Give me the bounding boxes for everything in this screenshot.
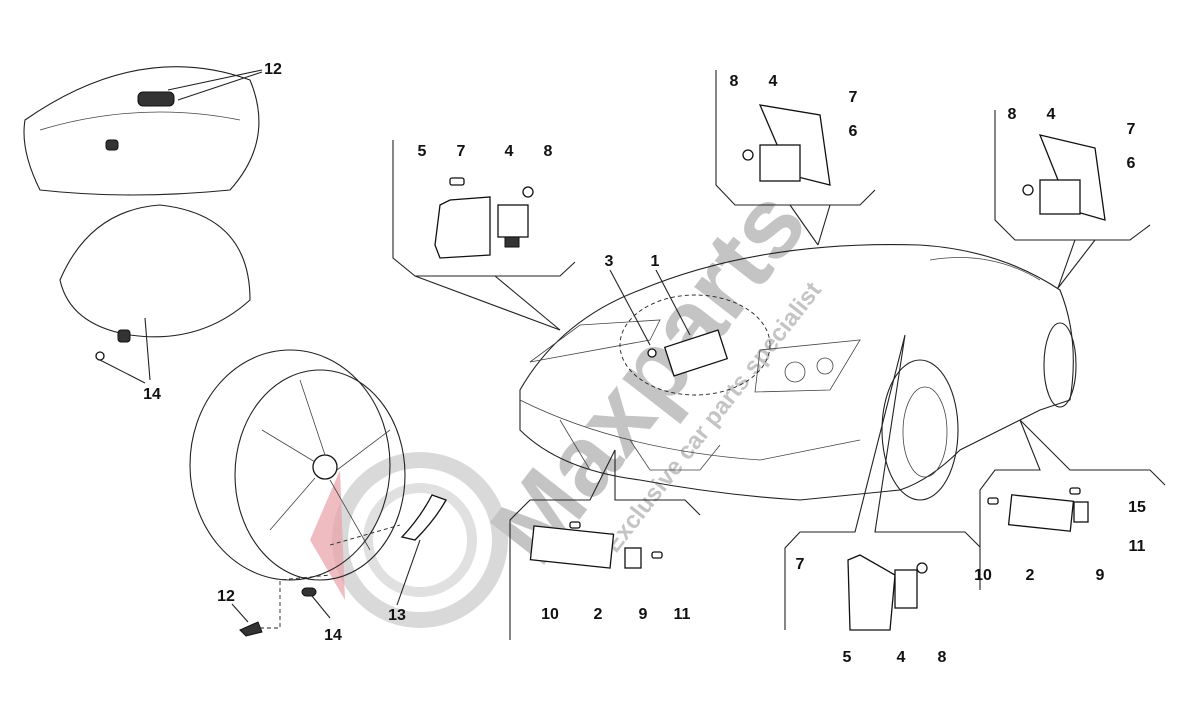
callout-12: 12 — [217, 588, 235, 605]
callout-10: 10 — [974, 567, 992, 584]
callout-11: 11 — [674, 606, 691, 623]
callout-11: 11 — [1129, 538, 1146, 555]
callout-14: 14 — [143, 386, 161, 403]
callout-8: 8 — [1008, 106, 1017, 123]
callout-6: 6 — [1127, 155, 1136, 172]
callout-2: 2 — [1026, 567, 1035, 584]
callout-4: 4 — [1047, 106, 1056, 123]
tyre-section-detail — [59, 204, 251, 384]
callout-8: 8 — [730, 73, 739, 90]
callout-13: 13 — [388, 607, 406, 624]
callout-9: 9 — [639, 606, 648, 623]
callout-3: 3 — [605, 253, 614, 270]
callout-5: 5 — [843, 649, 852, 666]
callout-labels: 12 14 5 7 4 8 8 4 7 6 8 4 7 6 3 1 12 14 … — [143, 61, 1146, 666]
callout-frames — [392, 70, 1166, 640]
callout-5: 5 — [418, 143, 427, 160]
callout-7: 7 — [457, 143, 466, 160]
car-body — [519, 244, 1077, 501]
callout-12: 12 — [264, 61, 282, 78]
callout-15: 15 — [1128, 499, 1146, 516]
callout-1: 1 — [651, 253, 660, 270]
callout-4: 4 — [897, 649, 906, 666]
callout-2: 2 — [594, 606, 603, 623]
callout-4: 4 — [505, 143, 514, 160]
callout-14: 14 — [324, 627, 342, 644]
callout-8: 8 — [544, 143, 553, 160]
callout-4: 4 — [769, 73, 778, 90]
callout-7: 7 — [849, 89, 858, 106]
callout-6: 6 — [849, 123, 858, 140]
callout-10: 10 — [541, 606, 559, 623]
tyre-valve-detail — [23, 66, 263, 196]
sensor-bracket-parts — [434, 104, 1106, 631]
callout-9: 9 — [1096, 567, 1105, 584]
wheel-rim — [189, 349, 447, 637]
callout-8: 8 — [938, 649, 947, 666]
callout-7: 7 — [796, 556, 805, 573]
callout-7: 7 — [1127, 121, 1136, 138]
